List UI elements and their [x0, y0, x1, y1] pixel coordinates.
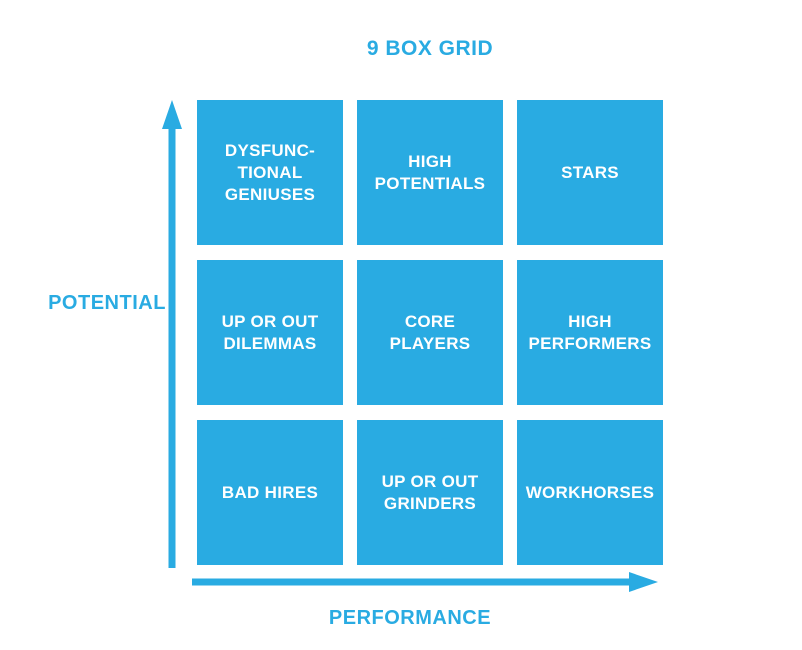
grid-cell-dysfunctional-geniuses: DYSFUNC- TIONAL GENIUSES	[197, 100, 343, 245]
y-axis-arrowhead-icon	[162, 100, 182, 129]
grid-cell-core-players: CORE PLAYERS	[357, 260, 503, 405]
y-axis-label: POTENTIAL	[48, 292, 166, 314]
nine-box-grid: DYSFUNC- TIONAL GENIUSES HIGH POTENTIALS…	[197, 100, 663, 565]
grid-cell-workhorses: WORKHORSES	[517, 420, 663, 565]
grid-cell-up-or-out-grinders: UP OR OUT GRINDERS	[357, 420, 503, 565]
grid-cell-bad-hires: BAD HIRES	[197, 420, 343, 565]
grid-cell-high-potentials: HIGH POTENTIALS	[357, 100, 503, 245]
grid-cell-high-performers: HIGH PERFORMERS	[517, 260, 663, 405]
performance-axis-arrow	[192, 572, 658, 592]
x-axis-arrowhead-icon	[629, 572, 658, 592]
x-axis-label: PERFORMANCE	[328, 607, 492, 629]
potential-axis-arrow	[162, 100, 182, 568]
grid-cell-up-or-out-dilemmas: UP OR OUT DILEMMAS	[197, 260, 343, 405]
page-title: 9 BOX GRID	[366, 37, 494, 60]
grid-cell-stars: STARS	[517, 100, 663, 245]
